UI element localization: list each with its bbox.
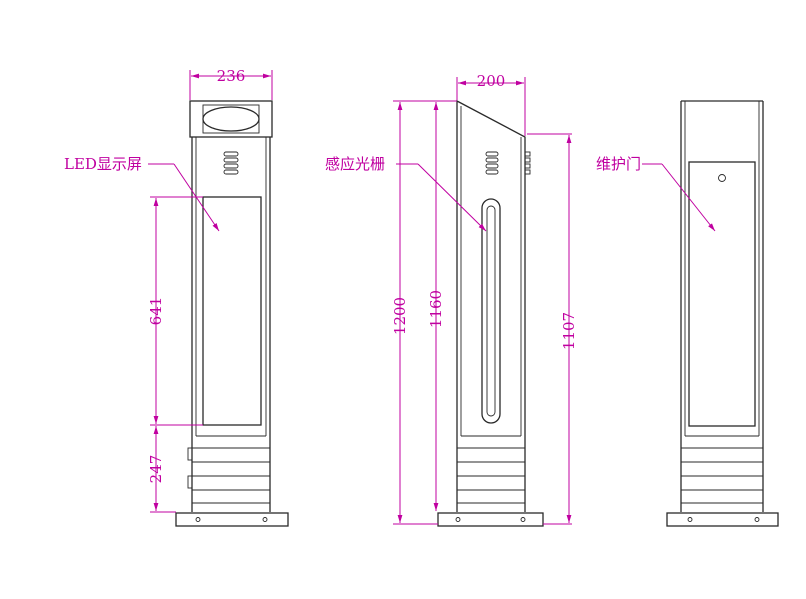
label-led-screen: LED显示屏: [64, 155, 142, 173]
front-footplate: [175, 512, 289, 527]
dim-front-width: 236: [189, 67, 273, 100]
sensor-grating: [481, 198, 501, 424]
maintenance-door: [688, 161, 756, 427]
dim-side-width: 200: [456, 72, 526, 136]
dim-label-1160: 1160: [427, 290, 445, 328]
callout-sensor-grating: 感应光栅: [325, 155, 487, 232]
front-head: [189, 100, 273, 138]
side-footplate: [437, 512, 544, 527]
led-screen: [202, 196, 262, 426]
callout-led-screen: LED显示屏: [64, 155, 220, 232]
side-base-stripes: [457, 447, 525, 504]
dim-label-236: 236: [217, 67, 246, 85]
front-head-frame: [202, 104, 260, 134]
front-vent: [223, 151, 239, 175]
dim-label-1107: 1107: [560, 312, 578, 350]
back-footplate: [666, 512, 779, 527]
dim-side-heights: 1200 1160: [391, 100, 457, 525]
front-base-stripes: [187, 447, 270, 504]
door-lock-icon: [718, 174, 726, 182]
callout-maintenance-door: 维护门: [596, 155, 716, 232]
label-sensor-grating: 感应光栅: [325, 155, 385, 173]
dim-back-height: 1107: [527, 133, 578, 525]
dim-label-641: 641: [147, 297, 165, 326]
back-base-stripes: [681, 447, 763, 504]
front-head-lens: [202, 106, 260, 132]
front-view: [175, 100, 289, 527]
dim-front-heights: 641 247: [147, 196, 203, 513]
dim-label-200: 200: [477, 72, 506, 90]
label-maintenance-door: 维护门: [596, 155, 641, 173]
back-view: [666, 100, 779, 527]
dim-label-1200: 1200: [391, 297, 409, 335]
side-view: [437, 99, 544, 527]
dim-label-247: 247: [147, 455, 165, 484]
side-vent: [485, 151, 531, 175]
